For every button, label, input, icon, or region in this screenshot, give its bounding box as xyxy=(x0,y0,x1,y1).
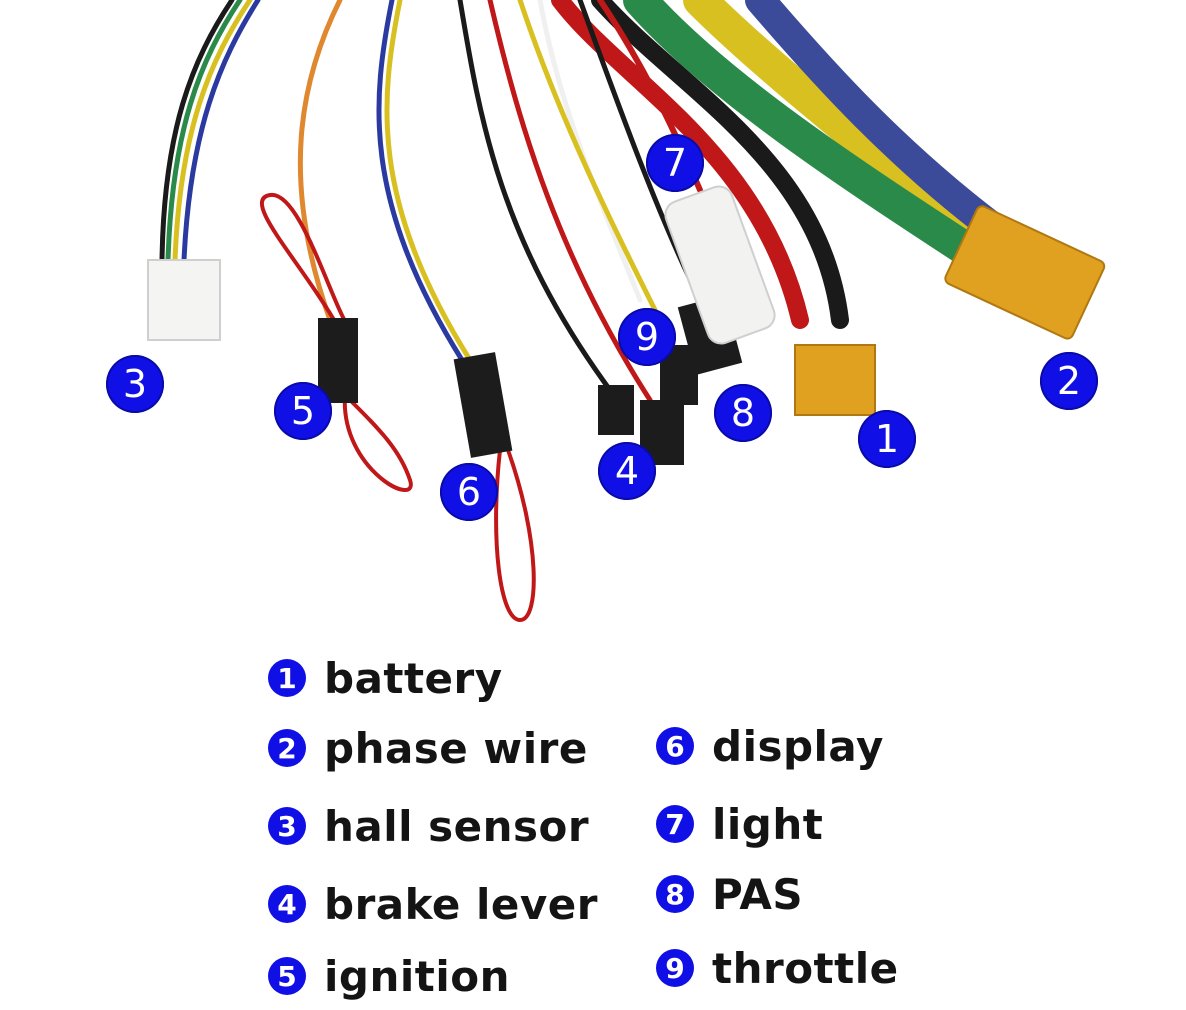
ignition-wire-red-loop xyxy=(260,192,352,332)
ignition-connector xyxy=(318,318,358,403)
map-badge-1: 1 xyxy=(858,410,916,468)
legend-number: 3 xyxy=(268,807,306,845)
battery-connector xyxy=(794,344,876,416)
legend-item-pas: 8 PAS xyxy=(656,864,803,924)
legend-number: 6 xyxy=(656,727,694,765)
battery-wire-black xyxy=(591,0,849,329)
legend-label: phase wire xyxy=(324,723,588,773)
legend-label: hall sensor xyxy=(324,801,590,851)
legend-number: 4 xyxy=(268,885,306,923)
map-badge-7: 7 xyxy=(646,134,704,192)
display-connector xyxy=(453,352,513,458)
display-wire-blue xyxy=(376,0,465,363)
hall-wire-blue xyxy=(181,0,261,263)
wiring-harness-illustration xyxy=(147,0,1106,623)
legend-label: throttle xyxy=(712,943,899,993)
legend-number: 5 xyxy=(268,957,306,995)
battery-wire-red xyxy=(551,0,809,329)
legend-number: 1 xyxy=(268,659,306,697)
legend-label: ignition xyxy=(324,951,510,1001)
hall-wire-black xyxy=(159,0,235,263)
brake-wire-black xyxy=(457,0,613,393)
legend-item-battery: 1 battery xyxy=(268,648,503,708)
brake-wire-red xyxy=(487,0,653,403)
phase-wire-green xyxy=(623,0,1007,282)
legend-item-ignition: 5 ignition xyxy=(268,946,510,1006)
legend-item-hall-sensor: 3 hall sensor xyxy=(268,796,589,856)
phase-connector xyxy=(944,205,1106,340)
legend-label: brake lever xyxy=(324,879,598,929)
display-wire-yellow xyxy=(384,0,473,363)
legend-item-phase-wire: 2 phase wire xyxy=(268,718,588,778)
hall-sensor-connector xyxy=(147,259,221,341)
map-badge-9: 9 xyxy=(618,308,676,366)
map-badge-8: 8 xyxy=(714,384,772,442)
legend-item-display: 6 display xyxy=(656,716,884,776)
ignition-wire-red-lower xyxy=(342,393,413,492)
legend-item-throttle: 9 throttle xyxy=(656,938,899,998)
light-connector xyxy=(664,185,776,345)
legend-item-brake-lever: 4 brake lever xyxy=(268,874,598,934)
map-badge-6: 6 xyxy=(440,463,498,521)
legend-label: display xyxy=(712,721,884,771)
legend-label: light xyxy=(712,799,824,849)
ignition-wire-orange xyxy=(297,0,343,323)
legend-number: 2 xyxy=(268,729,306,767)
map-badge-2: 2 xyxy=(1040,352,1098,410)
legend-label: PAS xyxy=(712,869,804,919)
legend-number: 8 xyxy=(656,875,694,913)
map-badge-4: 4 xyxy=(598,442,656,500)
throttle-wire-yellow xyxy=(517,0,663,323)
hall-wire-yellow xyxy=(172,0,253,263)
legend-number: 7 xyxy=(656,805,694,843)
phase-wire-blue xyxy=(745,0,1025,255)
map-badge-5: 5 xyxy=(274,382,332,440)
hall-wire-green xyxy=(165,0,243,263)
display-wire-red-loop xyxy=(494,448,536,623)
map-badge-3: 3 xyxy=(106,355,164,413)
legend-item-light: 7 light xyxy=(656,794,823,854)
legend-label: battery xyxy=(324,653,503,703)
brake-connector-a xyxy=(598,385,634,435)
legend-number: 9 xyxy=(656,949,694,987)
